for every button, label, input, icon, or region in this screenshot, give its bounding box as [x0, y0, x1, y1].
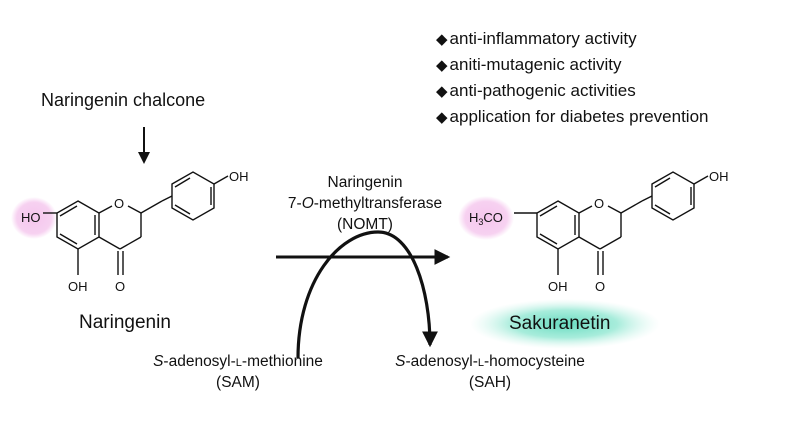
substrate-name: Naringenin [79, 312, 171, 333]
product-top-oh-label: OH [709, 169, 729, 184]
diamond-bullet-icon: ◆ [436, 109, 448, 126]
product-name-glow [470, 299, 660, 349]
product-7-position-highlight [458, 196, 514, 240]
substrate-ring-o-label: O [114, 196, 125, 211]
substrate-top-oh-label: OH [229, 169, 249, 184]
cofactor-out-label: S-adenosyl-L-homocysteine (SAH) [395, 353, 585, 391]
diamond-bullet-icon: ◆ [436, 83, 448, 100]
naringenin-structure [43, 171, 229, 275]
activity-item: ◆aniti-mutagenic activity [436, 55, 622, 74]
diamond-bullet-icon: ◆ [436, 31, 448, 48]
product-name: Sakuranetin [509, 313, 611, 334]
substrate-7-position-highlight [11, 197, 57, 239]
enzyme-label: Naringenin 7-O-methyltransferase (NOMT) [287, 174, 443, 233]
activity-item: ◆anti-pathogenic activities [436, 81, 636, 100]
product-ring-o-label: O [594, 196, 605, 211]
substrate-ho-label: HO [21, 210, 41, 225]
substrate-bottom-oh-label: OH [68, 279, 88, 294]
substrate-carbonyl-o-label: O [115, 279, 126, 294]
product-bottom-oh-label: OH [548, 279, 568, 294]
diamond-bullet-icon: ◆ [436, 57, 448, 74]
activity-item: ◆application for diabetes prevention [436, 107, 709, 126]
sakuranetin-structure [514, 171, 709, 275]
activity-item: ◆anti-inflammatory activity [436, 29, 637, 48]
precursor-label: Naringenin chalcone [41, 90, 206, 110]
cofactor-in-label: S-adenosyl-L-methionine (SAM) [153, 353, 323, 391]
product-carbonyl-o-label: O [595, 279, 606, 294]
activities-list: ◆anti-inflammatory activity ◆aniti-mutag… [436, 26, 709, 130]
cofactor-curved-arrow [296, 230, 438, 359]
product-methoxy-label: H3CO [469, 210, 503, 227]
